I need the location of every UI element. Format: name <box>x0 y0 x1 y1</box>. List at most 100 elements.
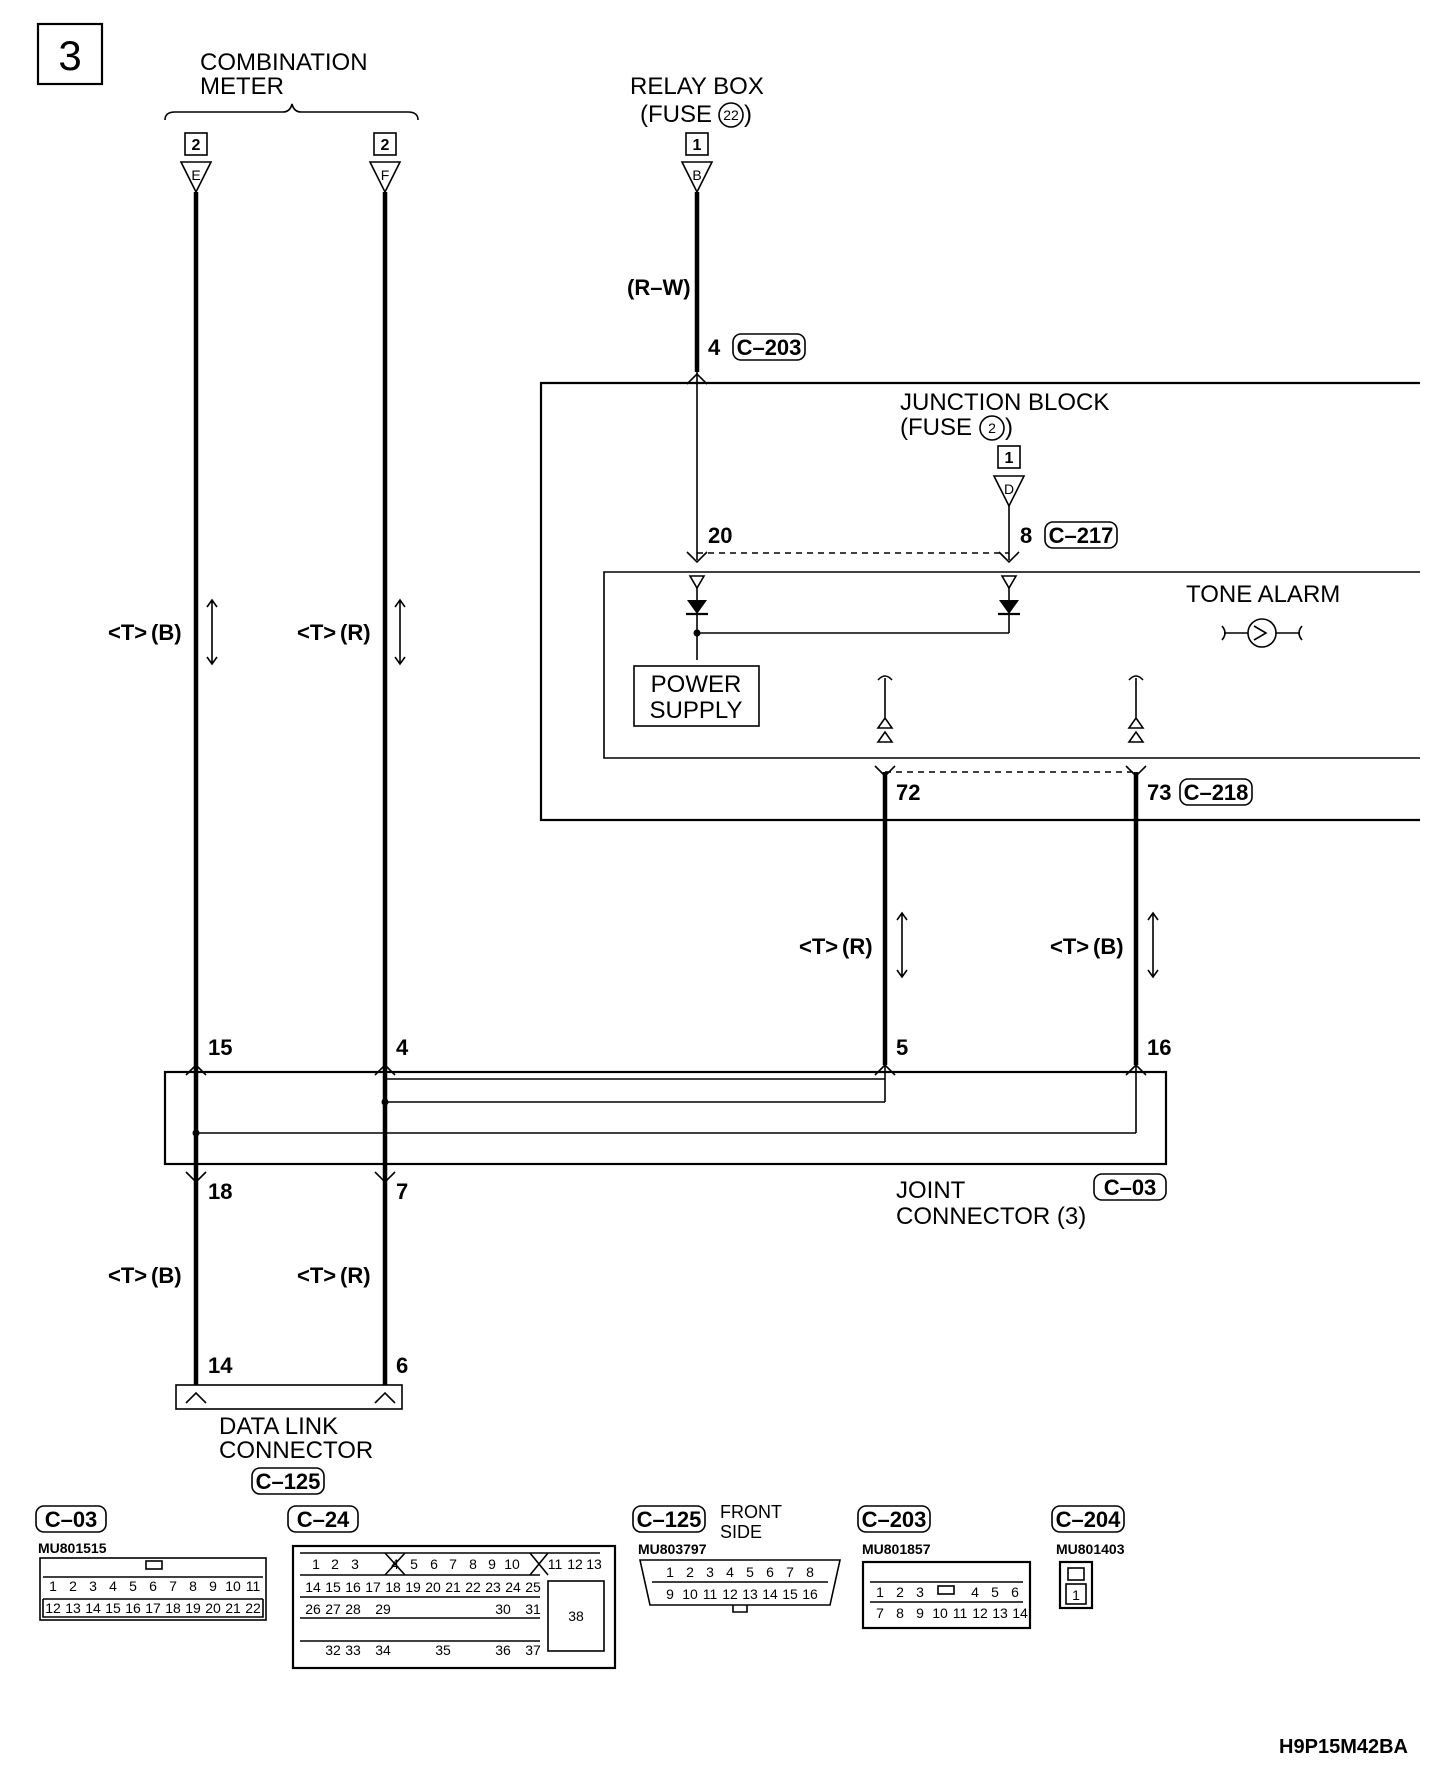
svg-text:11: 11 <box>246 1578 261 1594</box>
combination-meter: COMBINATION METER 2 E 2 F <box>164 49 419 194</box>
svg-text:29: 29 <box>375 1601 391 1617</box>
c-03-pins: 1 2 3 4 5 6 7 8 9 10 11 12 13 14 15 16 1… <box>45 1578 261 1616</box>
svg-text:31: 31 <box>525 1601 541 1617</box>
svg-text:38: 38 <box>568 1608 584 1624</box>
c-125-pins: 1 2 3 4 5 6 7 8 9 10 11 12 13 14 15 16 <box>666 1564 818 1602</box>
svg-text:19: 19 <box>405 1579 421 1595</box>
svg-text:C–204: C–204 <box>1056 1507 1122 1532</box>
svg-text:1: 1 <box>312 1556 320 1572</box>
svg-text:23: 23 <box>485 1579 501 1595</box>
svg-text:(FUSE: (FUSE <box>900 414 972 441</box>
svg-text:12: 12 <box>45 1600 61 1616</box>
svg-text:4: 4 <box>708 335 721 360</box>
svg-text:<T>: <T> <box>108 1263 147 1288</box>
connector-c-03: C–03 MU801515 1 2 3 4 5 6 7 8 9 10 11 12… <box>35 1505 267 1621</box>
svg-text:6: 6 <box>766 1564 774 1580</box>
svg-text:14: 14 <box>208 1353 233 1378</box>
svg-text:3: 3 <box>706 1564 714 1580</box>
svg-text:8: 8 <box>469 1556 477 1572</box>
svg-text:5: 5 <box>991 1584 999 1600</box>
svg-text:15: 15 <box>105 1600 121 1616</box>
svg-text:2: 2 <box>381 137 390 154</box>
svg-text:C–203: C–203 <box>862 1507 927 1532</box>
svg-text:(R): (R) <box>340 1263 371 1288</box>
svg-text:14: 14 <box>762 1586 778 1602</box>
svg-text:16: 16 <box>1147 1035 1171 1060</box>
svg-text:MU801515: MU801515 <box>38 1540 107 1556</box>
svg-text:1: 1 <box>876 1584 884 1600</box>
svg-text:(B): (B) <box>151 620 182 645</box>
connector-c-204: C–204 MU801403 1 <box>1051 1505 1125 1610</box>
data-link-connector: 14 6 DATA LINK CONNECTOR C–125 <box>175 1353 408 1495</box>
svg-text:1: 1 <box>49 1578 57 1594</box>
svg-text:C–217: C–217 <box>1049 523 1114 548</box>
svg-text:(B): (B) <box>151 1263 182 1288</box>
svg-text:8: 8 <box>189 1578 197 1594</box>
svg-text:C–03: C–03 <box>45 1507 98 1532</box>
svg-text:5: 5 <box>129 1578 137 1594</box>
svg-text:4: 4 <box>396 1035 409 1060</box>
tone-alarm-outputs <box>876 675 1145 743</box>
svg-text:<T>: <T> <box>799 934 838 959</box>
terminal-f: 2 F <box>368 132 402 194</box>
svg-text:18: 18 <box>385 1579 401 1595</box>
svg-text:4: 4 <box>726 1564 734 1580</box>
svg-text:2: 2 <box>686 1564 694 1580</box>
svg-text:TONE ALARM: TONE ALARM <box>1186 581 1340 608</box>
svg-text:9: 9 <box>666 1586 674 1602</box>
svg-text:6: 6 <box>149 1578 157 1594</box>
connector-c-203: C–203 MU801857 1 2 3 4 5 6 7 8 9 10 11 1… <box>857 1505 1032 1630</box>
svg-text:1: 1 <box>666 1564 674 1580</box>
svg-text:FRONT: FRONT <box>720 1502 782 1522</box>
svg-text:28: 28 <box>345 1601 361 1617</box>
svg-text:9: 9 <box>488 1556 496 1572</box>
svg-text:<T>: <T> <box>108 620 147 645</box>
relay-box: RELAY BOX (FUSE 22 ) 1 B (R–W) 4 C–203 <box>627 73 806 361</box>
svg-text:13: 13 <box>992 1605 1008 1621</box>
svg-text:20: 20 <box>708 523 732 548</box>
joint-connector: 15 4 5 16 18 7 JOINT CONNECTOR (3) C–03 <box>163 1035 1171 1230</box>
svg-text:10: 10 <box>932 1605 948 1621</box>
svg-text:9: 9 <box>916 1605 924 1621</box>
svg-text:DATA LINK: DATA LINK <box>219 1413 338 1440</box>
svg-text:22: 22 <box>245 1600 261 1616</box>
svg-text:SUPPLY: SUPPLY <box>650 697 743 724</box>
svg-text:8: 8 <box>896 1605 904 1621</box>
svg-text:34: 34 <box>375 1642 391 1658</box>
svg-text:10: 10 <box>682 1586 698 1602</box>
svg-text:21: 21 <box>445 1579 461 1595</box>
svg-text:<T>: <T> <box>297 1263 336 1288</box>
svg-text:12: 12 <box>567 1556 583 1572</box>
svg-text:): ) <box>744 101 752 128</box>
svg-text:15: 15 <box>208 1035 232 1060</box>
junction-block: JUNCTION BLOCK (FUSE 2 ) 1 D 20 8 C–217 … <box>539 372 1420 822</box>
svg-text:C–125: C–125 <box>256 1469 321 1494</box>
svg-text:5: 5 <box>896 1035 908 1060</box>
c-24-pins: 1 2 3 4 5 6 7 8 9 10 11 12 13 14 15 16 1… <box>305 1556 602 1658</box>
svg-text:(B): (B) <box>1093 934 1124 959</box>
svg-text:37: 37 <box>525 1642 541 1658</box>
svg-text:18: 18 <box>208 1179 232 1204</box>
svg-text:7: 7 <box>396 1179 408 1204</box>
svg-text:30: 30 <box>495 1601 511 1617</box>
svg-text:F: F <box>381 167 390 183</box>
svg-text:11: 11 <box>548 1556 563 1572</box>
svg-text:8: 8 <box>806 1564 814 1580</box>
svg-text:11: 11 <box>703 1586 718 1602</box>
svg-text:C–203: C–203 <box>737 335 802 360</box>
svg-text:14: 14 <box>85 1600 101 1616</box>
svg-text:4: 4 <box>391 1556 399 1572</box>
connector-c-24: C–24 1 2 3 4 5 6 7 8 9 10 11 12 13 14 15… <box>287 1505 617 1670</box>
sheet-number: 3 <box>36 22 104 86</box>
svg-text:21: 21 <box>225 1600 241 1616</box>
svg-text:35: 35 <box>435 1642 451 1658</box>
svg-text:2: 2 <box>988 420 996 436</box>
svg-text:2: 2 <box>896 1584 904 1600</box>
svg-text:20: 20 <box>205 1600 221 1616</box>
wire-labels: <T> (B) <T> (R) <T> (R) <T> (B) <T> (B) … <box>108 598 1159 1288</box>
svg-text:5: 5 <box>410 1556 418 1572</box>
svg-text:): ) <box>1005 414 1013 441</box>
svg-text:11: 11 <box>953 1605 968 1621</box>
svg-text:25: 25 <box>525 1579 541 1595</box>
svg-text:MU803797: MU803797 <box>638 1541 707 1557</box>
